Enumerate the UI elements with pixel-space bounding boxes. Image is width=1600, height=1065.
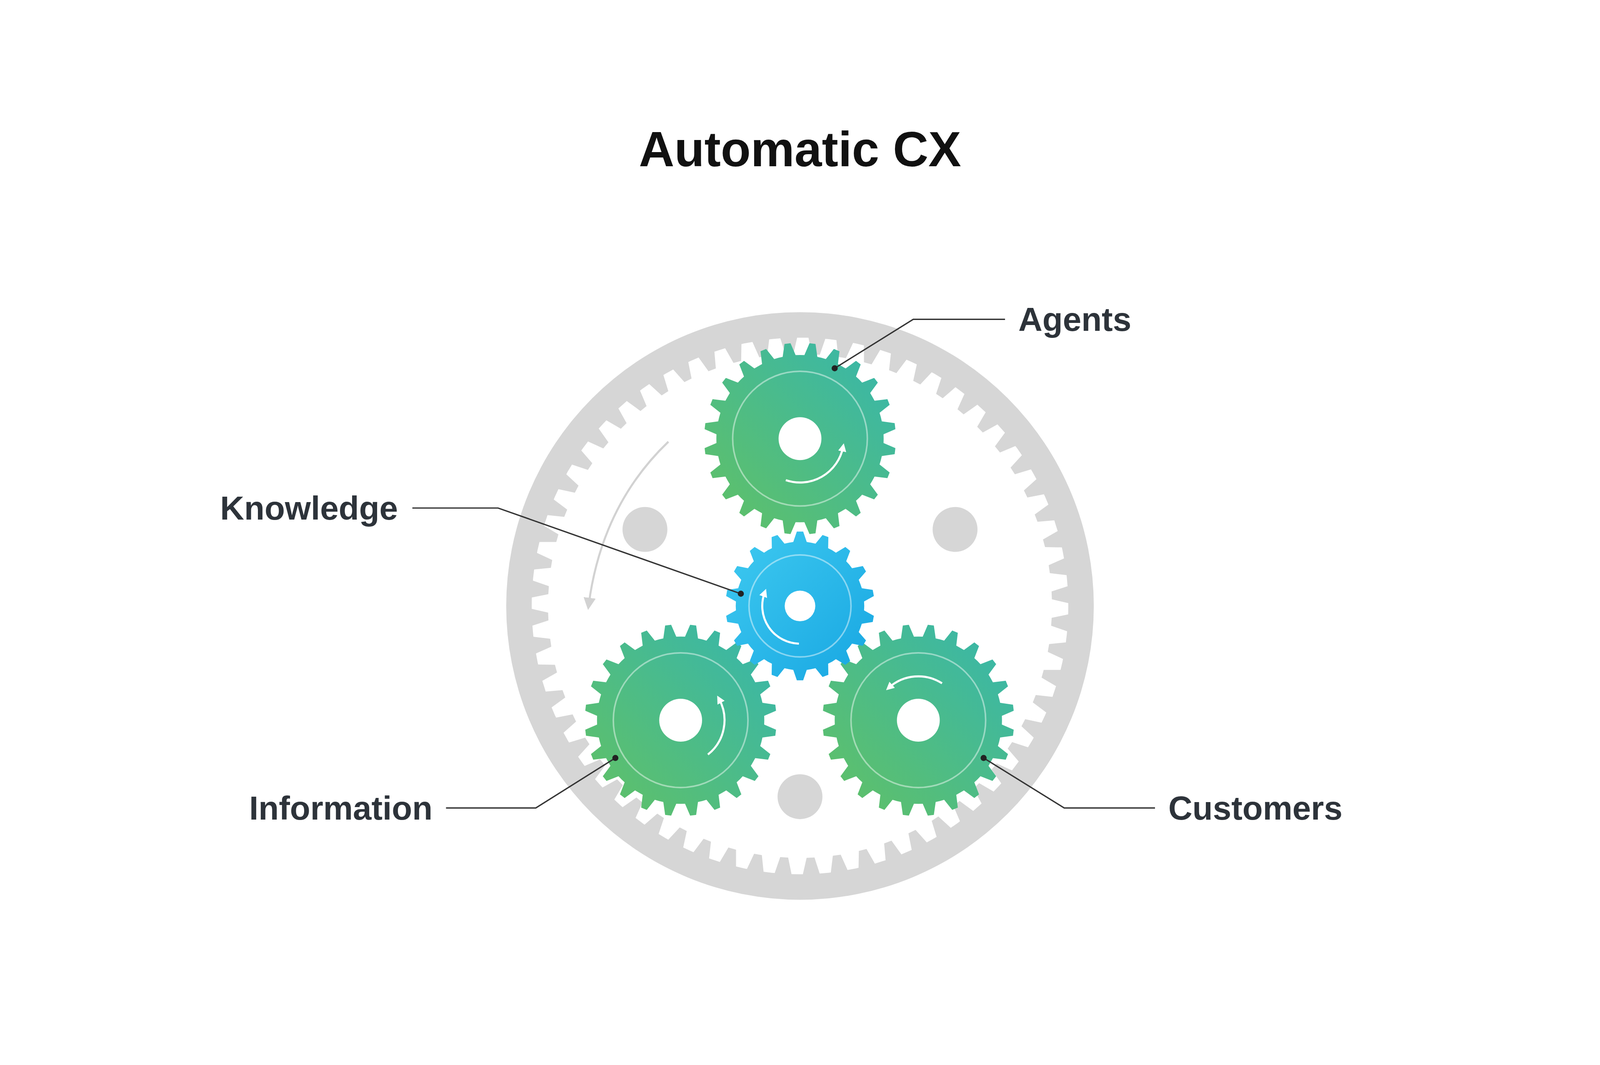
gear: [726, 531, 875, 681]
diagram-title: Automatic CX: [0, 120, 1600, 178]
callout-label: Agents: [1018, 300, 1132, 339]
gear-ring: [732, 371, 868, 506]
gear-hole: [778, 417, 822, 460]
spin-arrow: [707, 699, 725, 755]
leader-lines: [412, 319, 1155, 808]
gear-ring: [749, 555, 852, 658]
spin-arrow: [785, 447, 843, 483]
gear-hole: [897, 698, 940, 742]
callout-label: Customers: [1168, 789, 1343, 828]
gear-hole: [659, 698, 703, 742]
callout-label: Knowledge: [220, 489, 398, 528]
spin-arrow: [762, 592, 799, 644]
ring-gear: [506, 312, 1094, 900]
gear-ring: [850, 652, 986, 788]
gear-hole: [784, 590, 815, 622]
gear: [822, 625, 1014, 816]
callout-label: Information: [249, 789, 433, 828]
rotation-arrow: [588, 441, 669, 604]
pin-dot: [932, 507, 978, 553]
gear: [585, 625, 777, 816]
ring-gear-inner: [531, 337, 1069, 875]
spin-arrow: [889, 676, 943, 688]
pin-dot: [622, 507, 668, 553]
gear-ring: [613, 652, 748, 788]
pin-dot: [777, 774, 823, 820]
gear: [704, 343, 896, 535]
leader-dots: [612, 365, 988, 761]
